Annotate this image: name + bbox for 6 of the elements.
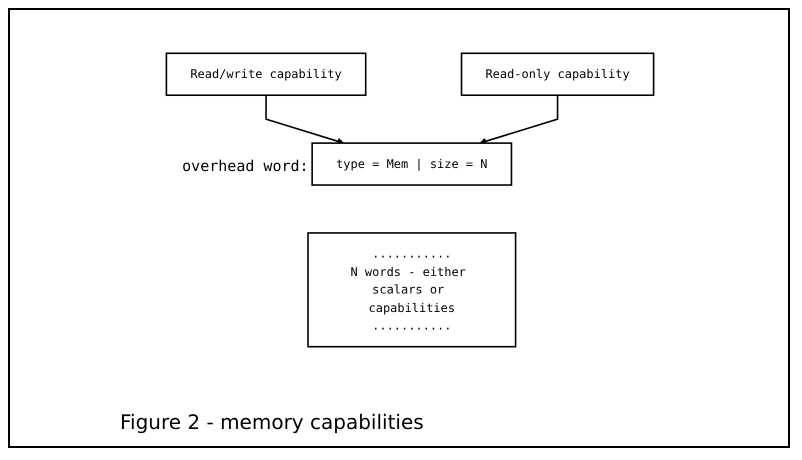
figure-caption: Figure 2 - memory capabilities — [120, 410, 424, 434]
text-box: type = Mem | size = N — [311, 142, 512, 186]
text-box: ........... N words - either scalars or capabilities ........... — [307, 232, 516, 348]
text-box: Read-only capability — [460, 52, 654, 96]
side-label: overhead word: — [182, 157, 309, 176]
text-box: Read/write capability — [166, 52, 366, 96]
